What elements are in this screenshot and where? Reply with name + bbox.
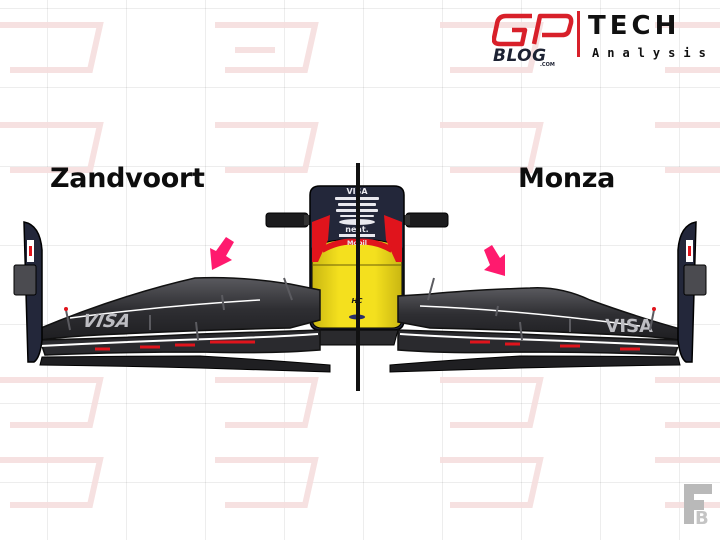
gp-logo-icon <box>492 13 574 47</box>
arrow-right-icon <box>484 245 505 276</box>
front-wing-left-zandvoort: VISA <box>13 221 331 373</box>
logo-blog-text: BLOG <box>493 46 547 66</box>
wing-sponsor-left: VISA <box>81 311 133 332</box>
logo-analysis-subtitle: Analysis <box>592 46 714 60</box>
front-wing-right-monza: VISA <box>389 221 707 373</box>
svg-text:B: B <box>695 508 709 526</box>
center-divider <box>356 163 360 391</box>
arrow-left-icon <box>210 237 234 270</box>
fb-artist-watermark: B <box>684 484 712 526</box>
logo-separator <box>577 11 580 57</box>
label-monza: Monza <box>518 163 616 194</box>
mirror-left <box>265 212 310 228</box>
gpblog-tech-analysis-logo: BLOG .COM TECH Analysis <box>492 10 714 70</box>
logo-com-text: .COM <box>540 62 555 68</box>
logo-tech-title: TECH <box>588 11 681 41</box>
label-zandvoort: Zandvoort <box>50 163 205 194</box>
wing-sponsor-right: VISA <box>603 316 655 337</box>
mirror-right <box>404 212 449 228</box>
